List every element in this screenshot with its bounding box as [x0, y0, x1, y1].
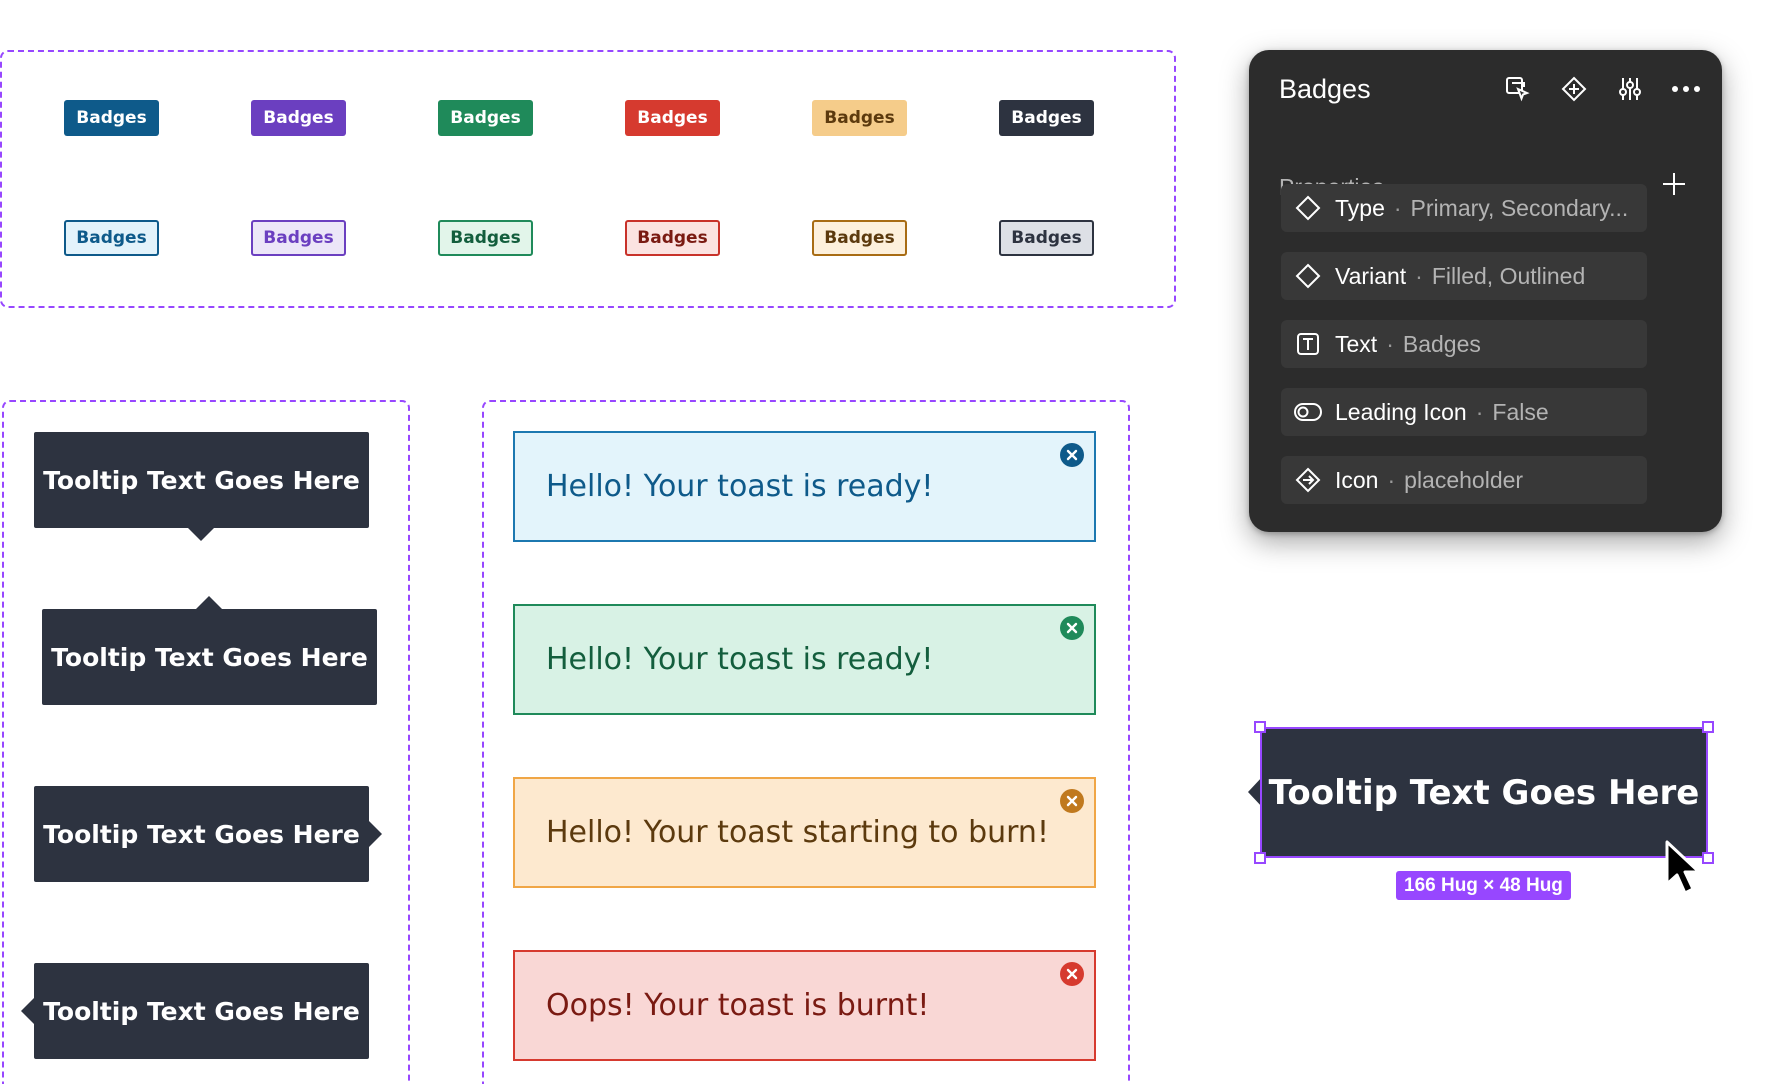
close-icon[interactable]: [1060, 789, 1084, 813]
toast-message: Hello! Your toast is ready!: [546, 642, 934, 677]
property-separator: ·: [1386, 330, 1394, 357]
property-value: Filled, Outlined: [1431, 262, 1586, 289]
tooltips-frame: [2, 400, 410, 1084]
panel-header-icons: [1502, 62, 1702, 116]
property-separator: ·: [1393, 194, 1402, 221]
property-separator: ·: [1415, 262, 1423, 289]
toast-message: Hello! Your toast is ready!: [546, 469, 934, 504]
more-icon[interactable]: [1670, 73, 1702, 105]
toast-message: Hello! Your toast starting to burn!: [546, 815, 1049, 850]
tooltip-text: Tooltip Text Goes Here: [43, 996, 360, 1026]
badge-filled[interactable]: Badges: [64, 100, 159, 136]
size-label-badge: 166 Hug × 48 Hug: [1396, 871, 1571, 900]
panel-title: Badges: [1279, 74, 1371, 104]
badge-outlined[interactable]: Badges: [64, 220, 159, 256]
property-name: Icon: [1335, 466, 1379, 493]
tooltip-arrow-left[interactable]: Tooltip Text Goes Here: [34, 963, 369, 1059]
tooltip-arrow-right[interactable]: Tooltip Text Goes Here: [34, 786, 369, 882]
badge-outlined[interactable]: Badges: [999, 220, 1094, 256]
badges-frame: [0, 50, 1176, 308]
property-value: False: [1492, 398, 1549, 425]
badge-outlined[interactable]: Badges: [625, 220, 720, 256]
selected-tooltip[interactable]: Tooltip Text Goes Here: [1262, 729, 1706, 856]
badge-filled[interactable]: Badges: [812, 100, 907, 136]
property-separator: ·: [1475, 398, 1484, 425]
toast: Oops! Your toast is burnt!: [513, 950, 1096, 1061]
close-icon[interactable]: [1060, 443, 1084, 467]
property-value: placeholder: [1404, 466, 1524, 493]
property-row-leading-icon[interactable]: Leading Icon · False: [1281, 388, 1647, 436]
property-name: Type: [1335, 194, 1385, 221]
badge-filled[interactable]: Badges: [999, 100, 1094, 136]
adjust-icon[interactable]: [1614, 73, 1646, 105]
close-icon[interactable]: [1060, 962, 1084, 986]
plus-icon[interactable]: [1656, 166, 1692, 202]
tooltip-arrow-left-pointer: [21, 998, 34, 1024]
property-row-type[interactable]: Type · Primary, Secondary...: [1281, 184, 1647, 232]
tooltip-arrow-bottom[interactable]: Tooltip Text Goes Here: [34, 432, 369, 528]
property-value: Primary, Secondary...: [1410, 194, 1629, 221]
selection-box[interactable]: [1260, 727, 1708, 858]
property-row-icon[interactable]: Icon · placeholder: [1281, 456, 1647, 504]
tooltip-arrow-right-pointer: [369, 821, 382, 847]
selected-tooltip-arrow: [1248, 776, 1263, 808]
toast-message: Oops! Your toast is burnt!: [546, 988, 930, 1023]
property-row-text[interactable]: Text · Badges: [1281, 320, 1647, 368]
toast: Hello! Your toast is ready!: [513, 604, 1096, 715]
tooltip-text: Tooltip Text Goes Here: [43, 465, 360, 495]
tooltip-text: Tooltip Text Goes Here: [43, 819, 360, 849]
instance-swap-icon: [1293, 465, 1323, 495]
badge-filled[interactable]: Badges: [438, 100, 533, 136]
selection-handle-bottom-left[interactable]: [1254, 852, 1266, 864]
selection-handle-top-left[interactable]: [1254, 721, 1266, 733]
select-instances-icon[interactable]: [1502, 73, 1534, 105]
badge-filled[interactable]: Badges: [251, 100, 346, 136]
variant-icon: [1293, 261, 1323, 291]
property-value: Badges: [1402, 330, 1481, 357]
toasts-frame: [482, 400, 1130, 1084]
badge-outlined[interactable]: Badges: [251, 220, 346, 256]
boolean-toggle-icon: [1293, 397, 1323, 427]
property-row-variant[interactable]: Variant · Filled, Outlined: [1281, 252, 1647, 300]
text-property-icon: [1293, 329, 1323, 359]
tooltip-arrow-top[interactable]: Tooltip Text Goes Here: [42, 609, 377, 705]
property-name: Text: [1335, 330, 1378, 357]
variant-icon: [1293, 193, 1323, 223]
properties-panel: Badges Properties Type·Primary, Secondar…: [1249, 50, 1722, 532]
toast: Hello! Your toast starting to burn!: [513, 777, 1096, 888]
badge-outlined[interactable]: Badges: [438, 220, 533, 256]
tooltip-arrow-up: [196, 596, 222, 609]
tooltip-text: Tooltip Text Goes Here: [51, 642, 368, 672]
toast: Hello! Your toast is ready!: [513, 431, 1096, 542]
selection-handle-bottom-right[interactable]: [1702, 852, 1714, 864]
close-icon[interactable]: [1060, 616, 1084, 640]
component-icon[interactable]: [1558, 73, 1590, 105]
property-name: Leading Icon: [1335, 398, 1467, 425]
property-separator: ·: [1387, 466, 1396, 493]
badge-outlined[interactable]: Badges: [812, 220, 907, 256]
cursor-arrow-icon: [1665, 840, 1701, 895]
badge-filled[interactable]: Badges: [625, 100, 720, 136]
property-name: Variant: [1335, 262, 1407, 289]
tooltip-arrow-down: [188, 528, 214, 541]
selection-handle-top-right[interactable]: [1702, 721, 1714, 733]
tooltip-text: Tooltip Text Goes Here: [1268, 772, 1700, 813]
